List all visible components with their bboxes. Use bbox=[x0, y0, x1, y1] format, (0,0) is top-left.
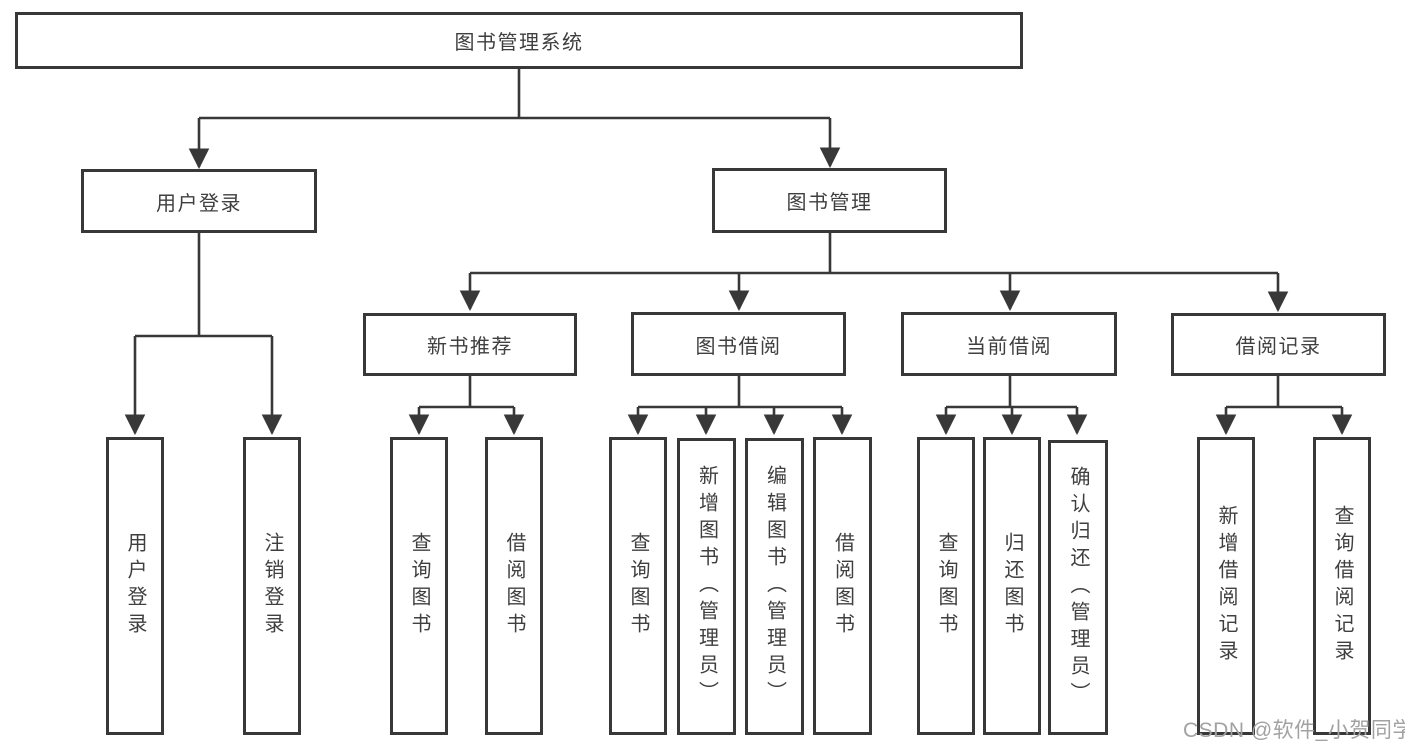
leaf-cb-confirm-return-admin: 确认归还（管理员） bbox=[1048, 440, 1108, 735]
node-current-borrowing: 当前借阅 bbox=[901, 312, 1117, 376]
leaf-br-add-record-label: 新增借阅记录 bbox=[1215, 505, 1237, 667]
node-root-system: 图书管理系统 bbox=[15, 12, 1023, 69]
leaf-bb-borrow-books-label: 借阅图书 bbox=[831, 532, 854, 640]
leaf-br-add-record: 新增借阅记录 bbox=[1197, 437, 1255, 735]
leaf-logout-login: 注销登录 bbox=[243, 437, 301, 735]
leaf-cb-confirm-return-admin-label: 确认归还（管理员） bbox=[1067, 466, 1089, 709]
node-book-borrowing: 图书借阅 bbox=[631, 312, 846, 376]
leaf-bb-edit-books-admin: 编辑图书（管理员） bbox=[745, 438, 804, 735]
leaf-nb-borrow-books: 借阅图书 bbox=[485, 437, 543, 735]
leaf-nb-query-books: 查询图书 bbox=[390, 437, 448, 735]
node-user-login: 用户登录 bbox=[81, 169, 317, 233]
leaf-bb-query-books: 查询图书 bbox=[609, 437, 667, 735]
leaf-cb-query-books-label: 查询图书 bbox=[935, 532, 957, 640]
leaf-bb-query-books-label: 查询图书 bbox=[627, 532, 649, 640]
leaf-cb-return-books-label: 归还图书 bbox=[1001, 532, 1023, 640]
leaf-cb-return-books: 归还图书 bbox=[983, 437, 1041, 735]
watermark: CSDN @软件_小贺同学 bbox=[1183, 719, 1405, 742]
leaf-br-query-record: 查询借阅记录 bbox=[1313, 437, 1371, 735]
node-borrowing-records: 借阅记录 bbox=[1171, 313, 1386, 376]
leaf-bb-edit-books-admin-label: 编辑图书（管理员） bbox=[763, 465, 786, 708]
leaf-nb-query-books-label: 查询图书 bbox=[408, 532, 430, 640]
connector-trunks bbox=[135, 69, 1342, 409]
leaf-user-login: 用户登录 bbox=[106, 437, 164, 735]
leaf-user-login-label: 用户登录 bbox=[124, 532, 146, 640]
leaf-bb-add-books-admin: 新增图书（管理员） bbox=[677, 438, 736, 735]
node-new-book-recommend: 新书推荐 bbox=[363, 313, 577, 376]
leaf-nb-borrow-books-label: 借阅图书 bbox=[503, 532, 525, 640]
leaf-bb-borrow-books: 借阅图书 bbox=[813, 437, 872, 735]
leaf-bb-add-books-admin-label: 新增图书（管理员） bbox=[695, 465, 718, 708]
leaf-logout-login-label: 注销登录 bbox=[261, 532, 283, 640]
leaf-br-query-record-label: 查询借阅记录 bbox=[1331, 505, 1353, 667]
connector-arrows bbox=[124, 118, 1353, 436]
node-book-management: 图书管理 bbox=[712, 168, 947, 233]
leaf-cb-query-books: 查询图书 bbox=[917, 437, 975, 735]
